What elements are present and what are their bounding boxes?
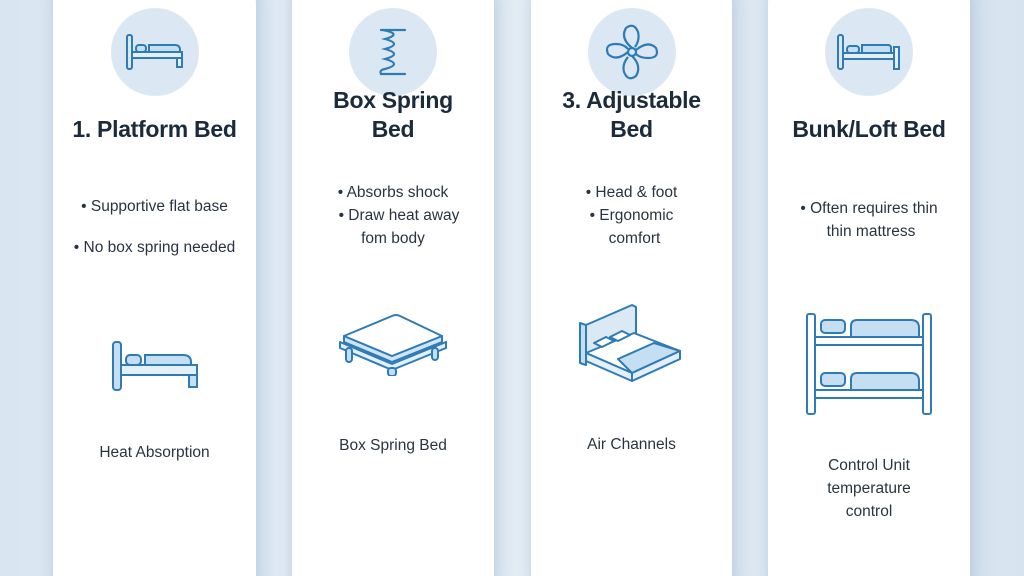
card-platform-bed: 1. Platform Bed • Supportive flat base •…: [53, 0, 256, 576]
bed-icon: [111, 341, 198, 391]
bullet-item-continued: fom body: [361, 230, 425, 247]
icon-circle: [825, 8, 913, 96]
card-title: 1. Platform Bed: [72, 116, 237, 142]
bed-icon: [125, 34, 183, 70]
bullet-item: • Supportive flat base: [81, 198, 228, 215]
bullet-item-continued: thin mattress: [826, 223, 916, 240]
bullet-list: • Often requires thin thin mattress: [768, 197, 970, 243]
fan-icon: [605, 24, 658, 80]
card-caption: Heat Absorption: [99, 444, 210, 461]
bullet-item: • Often requires thin: [800, 200, 938, 217]
bed-icon: [837, 34, 900, 70]
bullet-item: • Head & foot: [585, 184, 678, 201]
card-title: Bunk/Loft Bed: [792, 116, 946, 142]
card-title: Box Spring Bed: [292, 86, 494, 144]
platform-bed-illustration: [109, 338, 201, 396]
card-bunk-loft-bed: Bunk/Loft Bed • Often requires thin thin…: [768, 0, 970, 576]
bunk-bed-icon: [806, 313, 932, 415]
icon-circle: [349, 8, 437, 96]
card-caption: Air Channels: [587, 436, 676, 453]
card-caption: Control Unit temperature control: [768, 454, 970, 523]
icon-circle: [587, 8, 676, 96]
adjustable-bed-illustration: [576, 301, 688, 385]
card-title-text: Box Spring Bed: [333, 87, 453, 142]
bullet-list: • Absorbs shock • Draw heat away fom bod…: [292, 181, 494, 250]
box-spring-bed-icon: [339, 314, 447, 376]
icon-circle: [110, 8, 199, 96]
spring-icon: [379, 28, 407, 76]
card-adjustable-bed: 3. Adjustable Bed • Head & foot • Ergono…: [531, 0, 732, 576]
card-caption: Box Spring Bed: [339, 437, 447, 454]
bullet-item: • Draw heat away: [338, 207, 460, 224]
card-caption-text: Control Unit temperature control: [827, 457, 911, 520]
bullet-item-continued: comfort: [608, 230, 661, 247]
bullet-item: • Ergonomic: [589, 207, 674, 224]
bullet-item: • Absorbs shock: [337, 184, 449, 201]
bullet-item: • No box spring needed: [73, 239, 236, 256]
bullet-list: • Supportive flat base • No box spring n…: [53, 195, 256, 259]
bunk-bed-illustration: [805, 312, 933, 416]
card-box-spring-bed: Box Spring Bed • Absorbs shock • Draw he…: [292, 0, 494, 576]
bullet-list: • Head & foot • Ergonomic comfort: [531, 181, 732, 250]
card-title: 3. Adjustable Bed: [531, 86, 732, 144]
card-title-text: 3. Adjustable Bed: [562, 87, 701, 142]
box-spring-illustration: [336, 304, 450, 376]
adjustable-bed-icon: [578, 304, 681, 382]
